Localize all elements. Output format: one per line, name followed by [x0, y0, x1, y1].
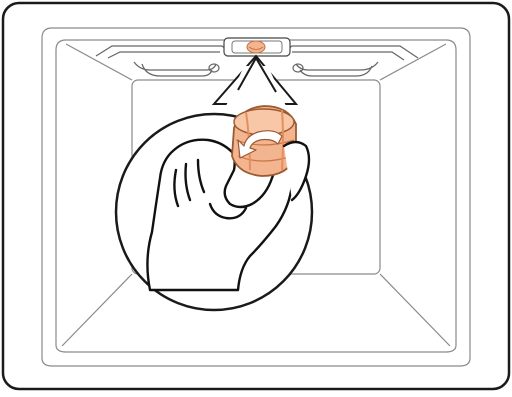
lamp-housing	[224, 38, 290, 56]
lamp-cover-large	[232, 106, 296, 176]
